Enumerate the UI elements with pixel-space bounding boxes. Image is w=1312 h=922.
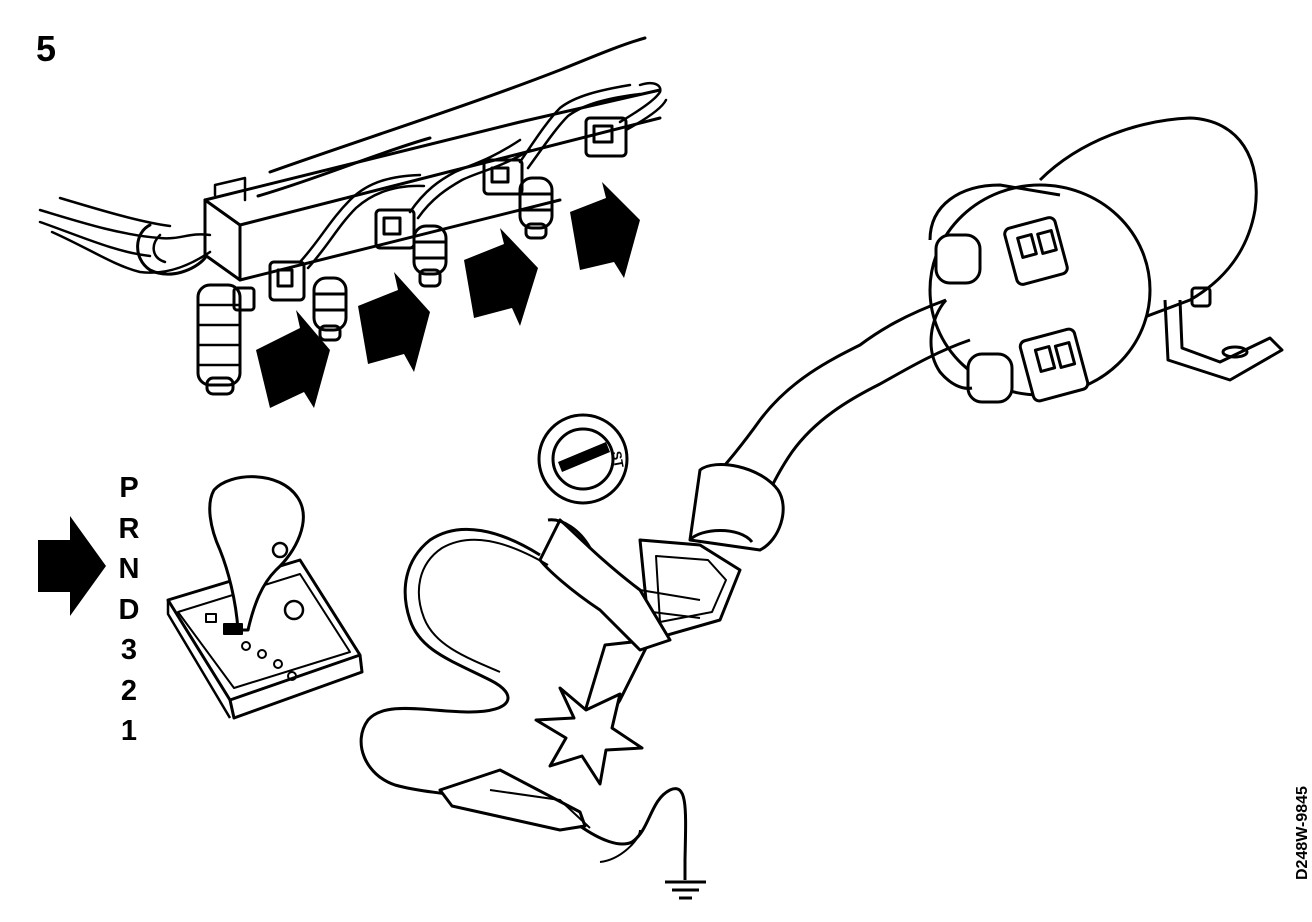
ht-lead (688, 298, 973, 552)
injector-5 (584, 81, 668, 158)
step-number: 5 (36, 28, 57, 69)
arrow-injector-5 (570, 182, 640, 278)
ignition-key-slot (558, 442, 610, 472)
gear-position-list: P R N D 3 2 1 (112, 468, 146, 752)
ignition-switch: ST (537, 413, 629, 505)
ignition-start-label: ST (609, 450, 627, 469)
gear-label-n: N (118, 553, 140, 585)
gear-selector (166, 475, 364, 720)
ground-symbol (665, 860, 706, 900)
injector-2 (268, 173, 426, 342)
injector-3 (374, 138, 532, 288)
injector-4 (482, 83, 642, 240)
injector-arrows (256, 182, 640, 408)
ground-wire (359, 527, 688, 863)
gear-label-p: P (119, 472, 139, 504)
gear-label-3: 3 (120, 634, 138, 666)
fuel-hoses (38, 196, 212, 276)
fuel-rail (203, 36, 662, 282)
spark-icon (534, 686, 644, 786)
gear-label-2: 2 (120, 674, 138, 707)
ignition-coil (928, 116, 1284, 404)
gear-label-r: R (118, 512, 140, 545)
figure-code: D248W-9845 (1294, 786, 1311, 880)
arrow-injector-3 (358, 272, 430, 372)
arrow-injector-4 (464, 228, 538, 326)
gear-selector-arrow (38, 516, 106, 616)
injector-1 (196, 283, 256, 396)
gear-label-1: 1 (120, 715, 138, 747)
arrow-injector-2 (256, 310, 330, 408)
gear-label-d: D (118, 593, 140, 626)
